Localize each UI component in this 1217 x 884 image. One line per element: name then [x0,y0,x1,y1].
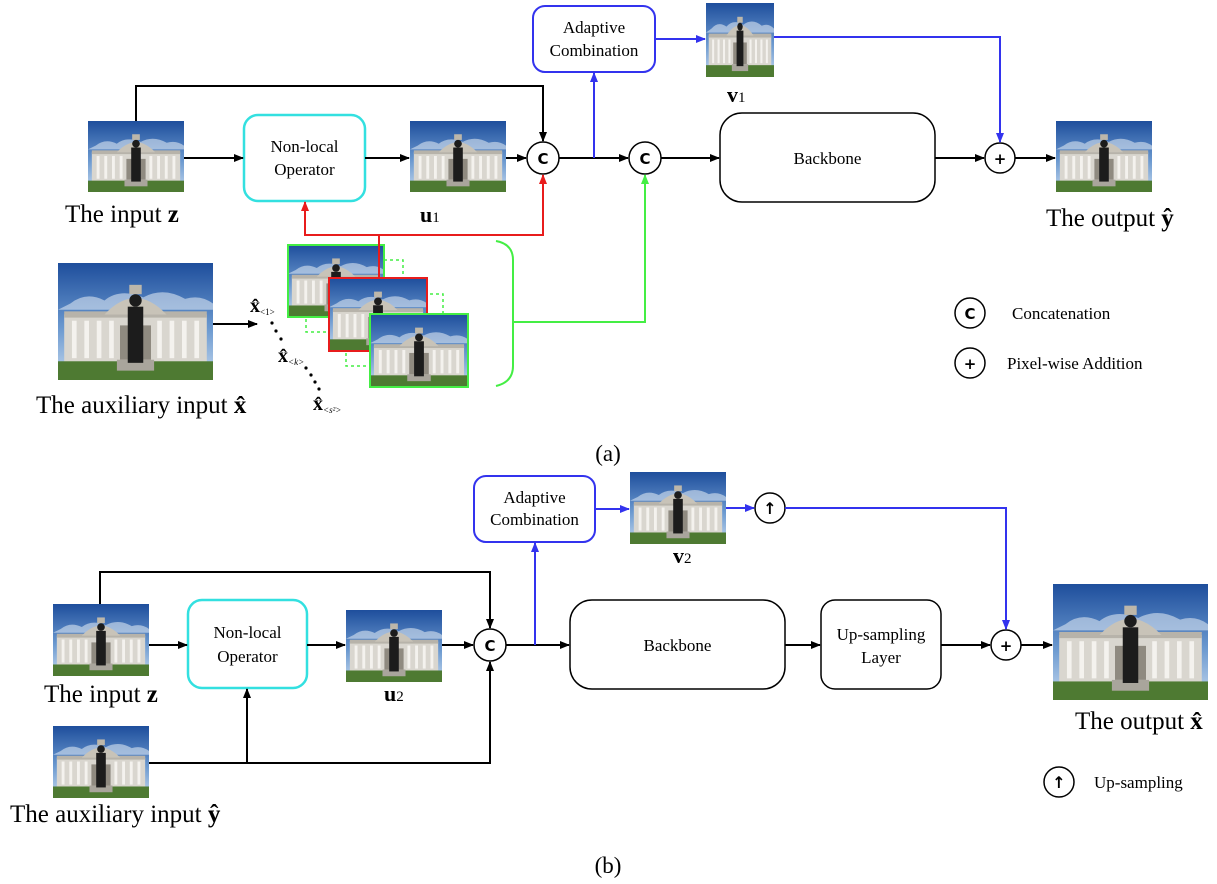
nonlocal-label-line1: Non-local [271,137,339,156]
svg-text:C: C [537,150,548,168]
backbone-label-a: Backbone [794,149,862,168]
v1-image [706,3,774,77]
backbone-b: Backbone [569,599,786,690]
svg-text:C: C [484,637,495,655]
svg-text:+: + [964,355,977,373]
upsampling-node-b: ↑ [754,492,786,524]
nonlocal-label-line2-b: Operator [217,647,278,666]
auxiliary-x-image-a [58,263,213,380]
svg-text:↑: ↑ [1052,773,1065,792]
svg-text:+: + [994,150,1007,168]
aux-caption-a: The auxiliary input x̂ [36,392,247,419]
v2-image [630,472,726,544]
adaptive-label-line1-b: Adaptive [503,488,565,507]
svg-text:C: C [639,150,650,168]
patch-label-k: x̂<k> [278,345,304,367]
panel-b-label: (b) [595,853,622,878]
nonlocal-label-line2: Operator [274,160,335,179]
adaptive-label-line2-b: Combination [490,510,579,529]
v1-label: v1 [727,82,746,107]
aux-caption-b: The auxiliary input ŷ [10,801,221,828]
adaptive-label-line2: Combination [550,41,639,60]
adaptive-connectors-a [590,35,1004,158]
nonlocal-operator-a: Non-local Operator [242,113,367,203]
add-node-b: + [990,629,1022,661]
output-x-image [1053,584,1208,700]
svg-text:Concatenation: Concatenation [1012,304,1111,323]
output-caption-b: The output x̂ [1075,708,1203,735]
u1-label: u1 [420,202,440,227]
legend-concatenation: C Concatenation [954,297,1111,329]
svg-text:+: + [1000,637,1013,655]
adaptive-combination-b: Adaptive Combination [473,475,596,543]
panel-a-label: (a) [595,441,621,466]
adaptive-connectors-b [531,504,1010,645]
output-caption-a: The output ŷ [1046,205,1174,232]
svg-text:Pixel-wise Addition: Pixel-wise Addition [1007,354,1143,373]
u1-image [410,121,506,192]
adaptive-label-line1: Adaptive [563,18,625,37]
svg-text:C: C [964,305,975,323]
legend-pixel-addition: + Pixel-wise Addition [954,347,1143,379]
patch-dots [270,321,321,391]
input-caption-b: The input z [44,681,158,708]
backbone-label-b: Backbone [644,636,712,655]
patch-label-1: x̂<1> [250,295,275,317]
svg-text:↑: ↑ [763,499,776,518]
black-connectors-b [99,571,1053,764]
upsampling-label-line2: Layer [861,648,901,667]
nonlocal-label-line1-b: Non-local [214,623,282,642]
input-z-image-b [53,604,149,676]
input-caption-a: The input z [65,201,179,228]
concat-node-a2: C [628,141,662,175]
output-y-image [1056,121,1152,192]
upsampling-layer: Up-sampling Layer [820,599,942,690]
backbone-a: Backbone [719,112,936,203]
nonlocal-operator-b: Non-local Operator [186,598,309,690]
green-connectors-a [495,174,649,387]
upsampling-label-line1: Up-sampling [837,625,926,644]
v2-label: v2 [673,543,692,568]
patch-stack [287,244,469,388]
input-z-image-a [88,121,184,192]
adaptive-combination-a: Adaptive Combination [532,5,656,73]
concat-node-b: C [473,628,507,662]
u2-label: u2 [384,681,404,706]
red-connectors-a [301,174,547,278]
auxiliary-y-image-b [53,726,149,798]
patch-label-s2: x̂<s²> [313,393,341,415]
panel-b: Non-local Operator Adaptive Combination … [10,472,1208,878]
add-node-a: + [984,142,1016,174]
u2-image [346,610,442,682]
svg-text:Up-sampling: Up-sampling [1094,773,1183,792]
concat-node-a1: C [526,141,560,175]
legend-upsampling: ↑ Up-sampling [1043,766,1183,798]
panel-a: Non-local Operator Adaptive Combination … [36,3,1174,466]
